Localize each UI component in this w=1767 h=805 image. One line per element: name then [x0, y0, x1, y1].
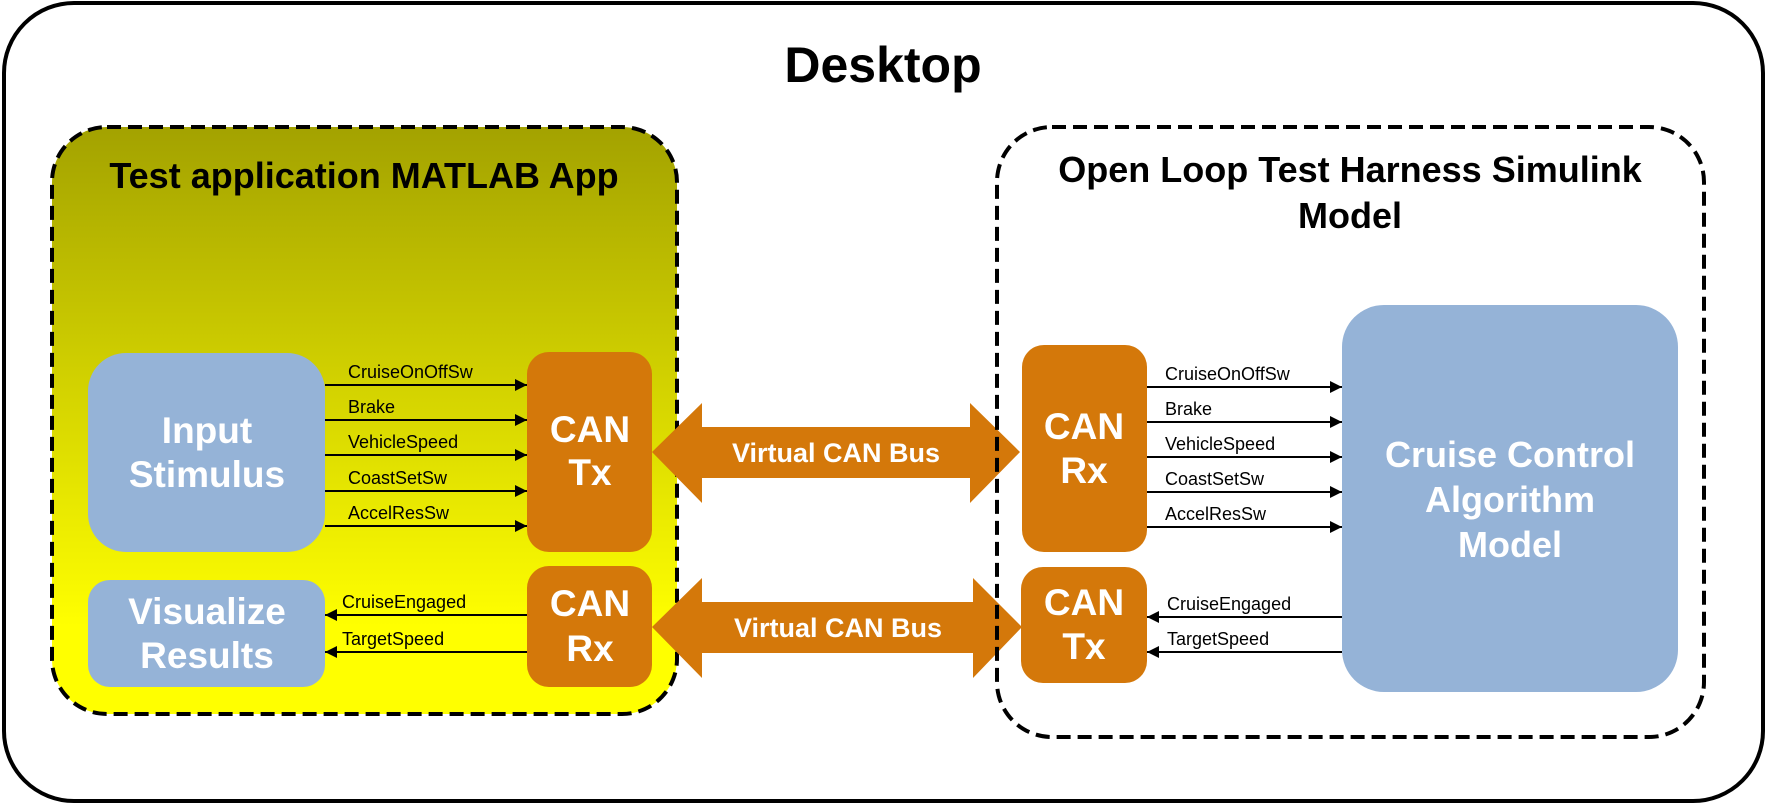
app-can-tx-label-line1: CAN	[550, 409, 630, 450]
desktop-title: Desktop	[784, 37, 981, 93]
signal-label: TargetSpeed	[1167, 629, 1269, 649]
harness-boundary	[995, 125, 1706, 739]
app-tx-signal-coastsetsw: CoastSetSw	[325, 468, 527, 497]
signal-label: CoastSetSw	[1165, 469, 1265, 489]
harness-can-tx-label-line1: CAN	[1044, 582, 1124, 623]
app-can-tx-block[interactable]: CAN Tx	[527, 352, 652, 552]
signal-label: CruiseEngaged	[342, 592, 466, 612]
app-tx-signal-brake: Brake	[325, 397, 527, 426]
harness-rx-signal-vehiclespeed: VehicleSpeed	[1147, 434, 1342, 463]
signal-label: CruiseEngaged	[1167, 594, 1291, 614]
signal-label: CruiseOnOffSw	[348, 362, 474, 382]
app-tx-signal-cruiseonoffsw: CruiseOnOffSw	[325, 362, 527, 391]
harness-title-line1: Open Loop Test Harness Simulink	[1058, 149, 1642, 190]
bus-double-arrow-icon	[652, 578, 1022, 678]
test-app-title: Test application MATLAB App	[109, 155, 618, 196]
harness-rx-signal-group: CruiseOnOffSwBrakeVehicleSpeedCoastSetSw…	[1147, 364, 1342, 533]
harness-tx-signal-targetspeed: TargetSpeed	[1147, 629, 1342, 658]
harness-rx-signal-cruiseonoffsw: CruiseOnOffSw	[1147, 364, 1342, 393]
harness-rx-signal-accelressw: AccelResSw	[1147, 504, 1342, 533]
harness-title-line2: Model	[1298, 195, 1402, 236]
app-tx-signal-accelressw: AccelResSw	[325, 503, 527, 532]
virtual-can-bus-top: Virtual CAN Bus	[652, 403, 1020, 503]
signal-label: CoastSetSw	[348, 468, 448, 488]
test-app-container: Test application MATLAB App Input Stimul…	[50, 125, 679, 716]
virtual-can-bus-top-label: Virtual CAN Bus	[732, 438, 940, 468]
signal-label: VehicleSpeed	[348, 432, 458, 452]
signal-label: CruiseOnOffSw	[1165, 364, 1291, 384]
bus-double-arrow-icon	[652, 403, 1020, 503]
cruise-control-algorithm-block[interactable]: Cruise Control Algorithm Model	[1342, 305, 1678, 692]
signal-label: VehicleSpeed	[1165, 434, 1275, 454]
app-can-rx-block[interactable]: CAN Rx	[527, 566, 652, 687]
harness-can-rx-block[interactable]: CAN Rx	[1022, 345, 1147, 552]
app-tx-signal-group: CruiseOnOffSwBrakeVehicleSpeedCoastSetSw…	[325, 362, 527, 532]
signal-label: TargetSpeed	[342, 629, 444, 649]
algorithm-label-line2: Algorithm	[1425, 479, 1595, 520]
harness-can-rx-label-line1: CAN	[1044, 406, 1124, 447]
input-stimulus-label-line2: Stimulus	[129, 454, 285, 495]
app-can-rx-label-line2: Rx	[566, 628, 614, 669]
input-stimulus-label-line1: Input	[162, 410, 252, 451]
signal-label: Brake	[1165, 399, 1212, 419]
harness-rx-signal-coastsetsw: CoastSetSw	[1147, 469, 1342, 498]
signal-label: AccelResSw	[1165, 504, 1267, 524]
harness-can-tx-block[interactable]: CAN Tx	[1021, 567, 1147, 683]
app-rx-signal-targetspeed: TargetSpeed	[325, 629, 527, 658]
signal-label: Brake	[348, 397, 395, 417]
input-stimulus-block[interactable]: Input Stimulus	[88, 353, 325, 552]
harness-can-tx-label-line2: Tx	[1062, 626, 1106, 667]
app-rx-signal-cruiseengaged: CruiseEngaged	[325, 592, 527, 621]
visualize-results-label-line2: Results	[140, 635, 274, 676]
algorithm-label-line1: Cruise Control	[1385, 434, 1635, 475]
signal-label: AccelResSw	[348, 503, 450, 523]
harness-can-rx-label-line2: Rx	[1060, 450, 1108, 491]
harness-tx-signal-cruiseengaged: CruiseEngaged	[1147, 594, 1342, 623]
visualize-results-label-line1: Visualize	[128, 591, 286, 632]
visualize-results-block[interactable]: Visualize Results	[88, 580, 325, 687]
virtual-can-bus-bottom-label: Virtual CAN Bus	[734, 613, 942, 643]
app-can-rx-label-line1: CAN	[550, 583, 630, 624]
app-tx-signal-vehiclespeed: VehicleSpeed	[325, 432, 527, 461]
virtual-can-bus-bottom: Virtual CAN Bus	[652, 578, 1022, 678]
algorithm-label-line3: Model	[1458, 524, 1562, 565]
app-can-tx-label-line2: Tx	[568, 452, 612, 493]
harness-rx-signal-brake: Brake	[1147, 399, 1342, 428]
harness-container: Open Loop Test Harness Simulink Model CA…	[995, 125, 1706, 739]
